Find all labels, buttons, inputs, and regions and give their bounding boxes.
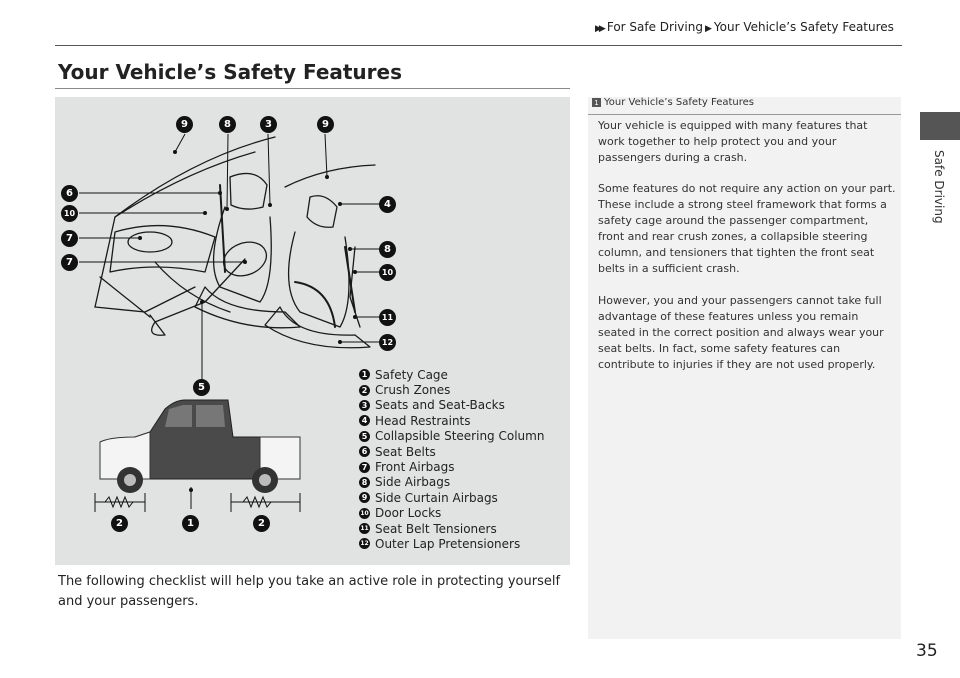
breadcrumb-item-safe-driving[interactable]: For Safe Driving — [606, 20, 703, 34]
callout-10: 10 — [379, 264, 396, 281]
legend-label: Collapsible Steering Column — [375, 429, 545, 444]
interior-drawing — [79, 133, 380, 512]
legend-item: 3 Seats and Seat-Backs — [359, 398, 544, 413]
callout-2: 2 — [111, 515, 128, 532]
callout-7: 7 — [61, 230, 78, 247]
callout-7: 7 — [61, 254, 78, 271]
legend-number: 12 — [359, 538, 370, 550]
legend-item: 10 Door Locks — [359, 506, 544, 521]
legend-number: 10 — [359, 507, 370, 519]
legend-item: 12 Outer Lap Pretensioners — [359, 536, 544, 551]
legend-number: 5 — [359, 430, 370, 442]
callout-5: 5 — [193, 379, 210, 396]
breadcrumb: ▶▶For Safe Driving▶Your Vehicle’s Safety… — [595, 20, 894, 34]
legend-number: 9 — [359, 492, 370, 504]
legend-number: 11 — [359, 523, 370, 535]
legend-number: 2 — [359, 384, 370, 396]
side-note-rule — [588, 114, 901, 115]
legend-item: 1 Safety Cage — [359, 367, 544, 382]
callout-1: 1 — [182, 515, 199, 532]
legend-label: Head Restraints — [375, 413, 471, 428]
callout-3: 3 — [260, 116, 277, 133]
double-arrow-icon: ▶▶ — [595, 24, 606, 34]
legend-item: 2 Crush Zones — [359, 382, 544, 397]
legend-label: Seats and Seat-Backs — [375, 398, 505, 413]
breadcrumb-item-safety-features[interactable]: Your Vehicle’s Safety Features — [713, 20, 894, 34]
page-title: Your Vehicle’s Safety Features — [58, 60, 403, 84]
legend-item: 6 Seat Belts — [359, 444, 544, 459]
figure-legend: 1 Safety Cage 2 Crush Zones 3 Seats and Sea… — [359, 367, 544, 552]
callout-4: 4 — [379, 196, 396, 213]
legend-number: 3 — [359, 399, 370, 411]
legend-item: 7 Front Airbags — [359, 459, 544, 474]
callout-11: 11 — [379, 309, 396, 326]
page-number: 35 — [916, 641, 938, 661]
legend-label: Outer Lap Pretensioners — [375, 536, 521, 551]
callout-12: 12 — [379, 334, 396, 351]
legend-number: 6 — [359, 446, 370, 458]
truck-drawing — [94, 399, 301, 512]
callout-9: 9 — [317, 116, 334, 133]
title-rule — [55, 88, 570, 89]
callout-10: 10 — [61, 205, 78, 222]
body-paragraph: The following checklist will help you ta… — [58, 574, 561, 609]
legend-label: Seat Belt Tensioners — [375, 521, 497, 536]
legend-number: 8 — [359, 476, 370, 488]
legend-item: 8 Side Airbags — [359, 475, 544, 490]
legend-number: 7 — [359, 461, 370, 473]
legend-label: Front Airbags — [375, 460, 455, 475]
legend-number: 4 — [359, 415, 370, 427]
side-note-title: Your Vehicle’s Safety Features — [604, 97, 755, 108]
section-tab-label: Safe Driving — [932, 150, 946, 224]
section-tab-marker[interactable] — [920, 112, 960, 140]
legend-item: 9 Side Curtain Airbags — [359, 490, 544, 505]
callout-6: 6 — [61, 185, 78, 202]
legend-label: Crush Zones — [375, 383, 451, 398]
legend-label: Side Curtain Airbags — [375, 490, 498, 505]
legend-item: 11 Seat Belt Tensioners — [359, 521, 544, 536]
legend-item: 4 Head Restraints — [359, 413, 544, 428]
side-note-paragraph: However, you and your passengers cannot … — [598, 294, 884, 371]
legend-label: Seat Belts — [375, 444, 436, 459]
callout-8: 8 — [379, 241, 396, 258]
callout-2: 2 — [253, 515, 270, 532]
legend-number: 1 — [359, 369, 370, 381]
legend-label: Safety Cage — [375, 367, 448, 382]
callout-9: 9 — [176, 116, 193, 133]
header-rule — [55, 45, 902, 46]
callout-8: 8 — [219, 116, 236, 133]
reference-icon: 1 — [592, 98, 601, 107]
legend-label: Side Airbags — [375, 475, 451, 490]
arrow-icon: ▶ — [704, 24, 712, 34]
side-note-paragraph: Some features do not require any action … — [598, 182, 896, 275]
legend-item: 5 Collapsible Steering Column — [359, 429, 544, 444]
legend-label: Door Locks — [375, 506, 442, 521]
side-note-paragraph: Your vehicle is equipped with many featu… — [598, 119, 868, 164]
